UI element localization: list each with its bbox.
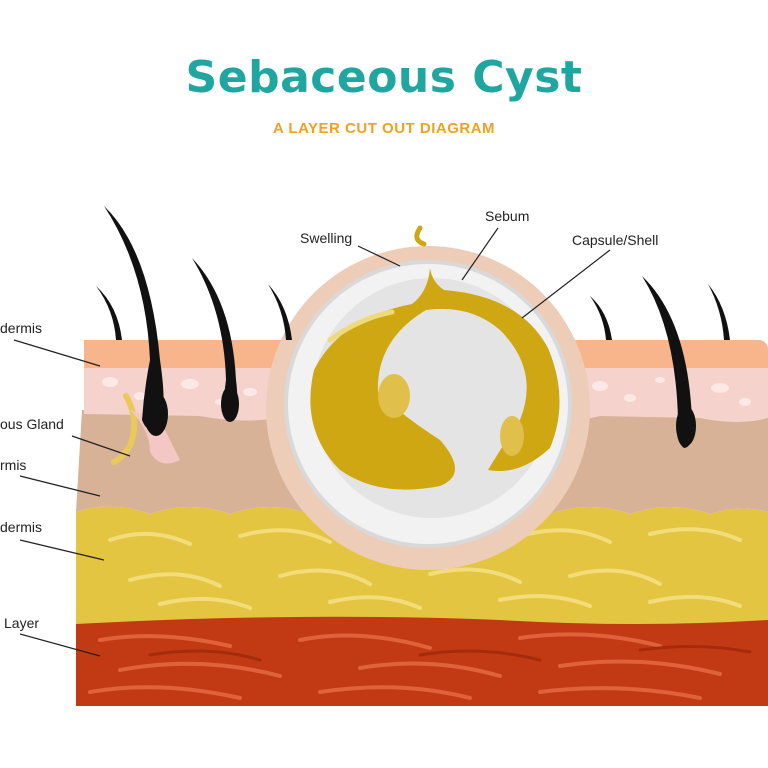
- label-dermis: rmis: [0, 457, 26, 473]
- hair-6: [642, 276, 693, 448]
- hair-4: [268, 284, 292, 340]
- label-sebum: Sebum: [485, 208, 529, 224]
- hair-bulb-1: [144, 392, 168, 436]
- sebum-mass: [310, 268, 560, 490]
- hair-1: [104, 206, 164, 430]
- label-hypodermis: dermis: [0, 519, 42, 535]
- hair-7: [708, 284, 730, 340]
- label-sebaceous-gland: ous Gland: [0, 416, 64, 432]
- leader-lines: [13, 227, 611, 657]
- label-swelling: Swelling: [300, 230, 352, 246]
- diagram-title: Sebaceous Cyst: [185, 52, 583, 103]
- diagram-subtitle: A LAYER CUT OUT DIAGRAM: [272, 120, 496, 137]
- muscle-layer: [76, 613, 768, 706]
- hair-3: [96, 286, 122, 340]
- hair-5: [590, 296, 612, 340]
- cyst: [266, 225, 590, 570]
- label-capsule-shell: Capsule/Shell: [572, 232, 658, 248]
- hairs: [96, 206, 730, 448]
- label-epidermis: dermis: [0, 320, 42, 336]
- label-muscle-layer: Layer: [4, 615, 39, 631]
- sebaceous-gland: [111, 393, 180, 465]
